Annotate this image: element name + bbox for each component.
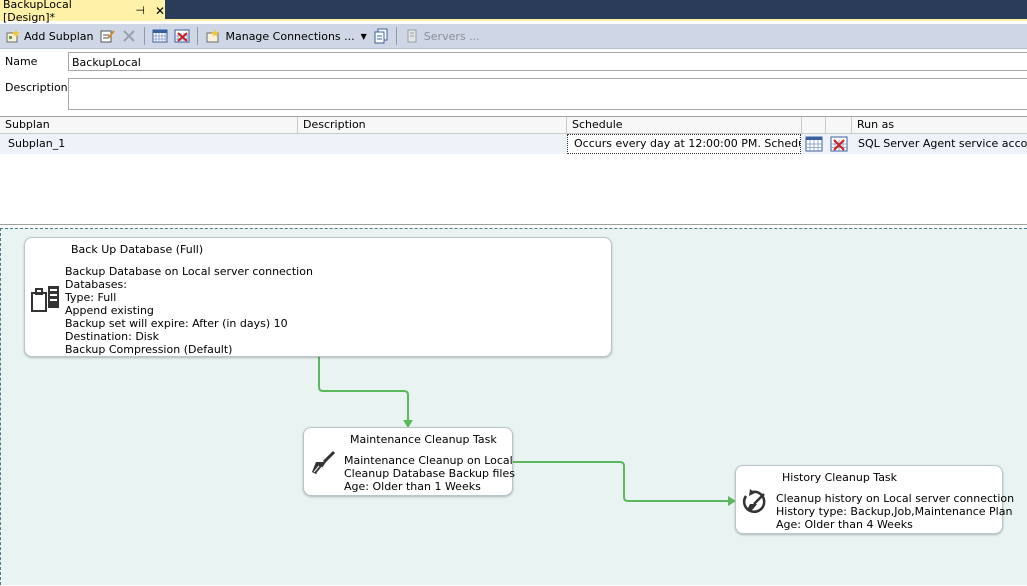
servers-button[interactable]: Servers ...: [401, 25, 483, 47]
connector-arrowhead: [728, 496, 736, 506]
edit-properties-icon: [100, 30, 116, 43]
delete-subplan-button[interactable]: [118, 25, 140, 47]
designer-toolbar: Add Subplan Manage Connect: [0, 24, 1027, 49]
task-detail-line: History type: Backup,Job,Maintenance Pla…: [776, 505, 1013, 518]
document-tab-title: BackupLocal [Design]*: [3, 0, 72, 24]
subplan-properties-button[interactable]: [96, 25, 118, 47]
close-icon[interactable]: ✕: [154, 3, 165, 18]
copy-button[interactable]: [370, 25, 392, 47]
add-subplan-button[interactable]: Add Subplan: [2, 25, 96, 47]
task-detail-line: Backup Database on Local server connecti…: [65, 265, 313, 278]
task-detail-line: Type: Full: [65, 291, 117, 304]
schedule-cell[interactable]: Occurs every day at 12:00:00 PM. Schedul…: [567, 134, 801, 154]
grid-header: Subplan Description Schedule Run as: [0, 117, 1027, 134]
task-detail-line: Append existing: [65, 304, 154, 317]
connector-backup-to-cleanup: [318, 357, 409, 422]
maintenance-cleanup-task[interactable]: Maintenance Cleanup Task Maintenance Cle…: [303, 427, 515, 496]
manage-connections-label: Manage Connections ...: [225, 29, 355, 43]
document-tab-strip: BackupLocal [Design]* ⊣ ✕: [0, 0, 1027, 24]
task-details: Maintenance Cleanup on Local Cleanup Dat…: [344, 454, 515, 493]
connections-icon: [206, 29, 220, 43]
precedence-connectors: [318, 357, 736, 506]
column-header-schedule[interactable]: Schedule: [567, 117, 802, 133]
column-header-run-as[interactable]: Run as: [857, 118, 895, 131]
history-cleanup-icon: [742, 489, 766, 513]
description-label: Description: [5, 81, 68, 94]
column-header-subplan[interactable]: Subplan: [0, 117, 298, 133]
servers-icon: [407, 29, 417, 43]
remove-schedule-icon: [174, 29, 190, 43]
pin-icon[interactable]: ⊣: [135, 4, 145, 17]
copy-icon: [374, 28, 388, 44]
task-detail-line: Databases:: [65, 278, 127, 291]
edit-schedule-icon[interactable]: [805, 136, 823, 152]
task-detail-line: Backup Compression (Default): [65, 343, 233, 356]
dropdown-arrow-icon[interactable]: ▼: [360, 31, 367, 41]
servers-label: Servers ...: [423, 29, 480, 43]
document-tab[interactable]: BackupLocal [Design]* ⊣ ✕: [0, 0, 165, 24]
column-header-schedule-remove: [826, 117, 852, 133]
toolbar-separator: [395, 27, 397, 45]
task-detail-line: Maintenance Cleanup on Local: [344, 454, 513, 467]
subplan-cell[interactable]: Subplan_1: [8, 137, 66, 150]
toolbar-separator: [197, 27, 199, 45]
column-header-description[interactable]: Description: [298, 117, 567, 133]
description-field[interactable]: [68, 78, 1027, 110]
connector-arrowhead: [403, 420, 413, 428]
remove-schedule-cell-icon[interactable]: [830, 136, 848, 152]
design-surface[interactable]: Back Up Database (Full) Backup Database …: [0, 228, 1027, 585]
task-detail-line: Cleanup history on Local server connecti…: [776, 492, 1015, 505]
backup-database-icon: [31, 286, 59, 312]
remove-schedule-button[interactable]: [171, 25, 193, 47]
name-field[interactable]: BackupLocal: [68, 52, 1027, 71]
task-title: Back Up Database (Full): [71, 243, 204, 256]
add-subplan-label: Add Subplan: [24, 29, 94, 43]
backup-database-task[interactable]: Back Up Database (Full) Backup Database …: [24, 237, 612, 357]
delete-icon: [123, 30, 136, 42]
table-row[interactable]: Subplan_1 Occurs every day at 12:00:00 P…: [0, 134, 1027, 154]
connector-cleanup-to-history: [513, 461, 730, 502]
broom-icon: [312, 450, 336, 474]
task-detail-line: Age: Older than 4 Weeks: [776, 518, 913, 531]
task-title: History Cleanup Task: [782, 471, 898, 484]
task-detail-line: Age: Older than 1 Weeks: [344, 480, 481, 493]
task-detail-line: Backup set will expire: After (in days) …: [65, 317, 288, 330]
description-cell[interactable]: [298, 134, 567, 154]
subplan-schedule-button[interactable]: [149, 25, 171, 47]
task-details: Backup Database on Local server connecti…: [65, 265, 313, 356]
calendar-icon: [152, 29, 168, 43]
column-header-schedule-edit: [802, 117, 826, 133]
task-details: Cleanup history on Local server connecti…: [776, 492, 1014, 531]
toolbar-separator: [144, 27, 146, 45]
run-as-cell[interactable]: SQL Server Agent service account: [858, 137, 1027, 150]
name-label: Name: [5, 55, 38, 68]
task-detail-line: Destination: Disk: [65, 330, 159, 343]
task-detail-line: Cleanup Database Backup files: [344, 467, 515, 480]
add-subplan-icon: [6, 29, 20, 43]
task-title: Maintenance Cleanup Task: [350, 433, 497, 446]
subplan-grid: Subplan Description Schedule Run as Subp…: [0, 116, 1027, 225]
manage-connections-button[interactable]: Manage Connections ... ▼: [202, 25, 369, 47]
history-cleanup-task[interactable]: History Cleanup Task Cleanup history on …: [735, 465, 1014, 534]
plan-properties: Name BackupLocal Description: [0, 50, 1027, 116]
